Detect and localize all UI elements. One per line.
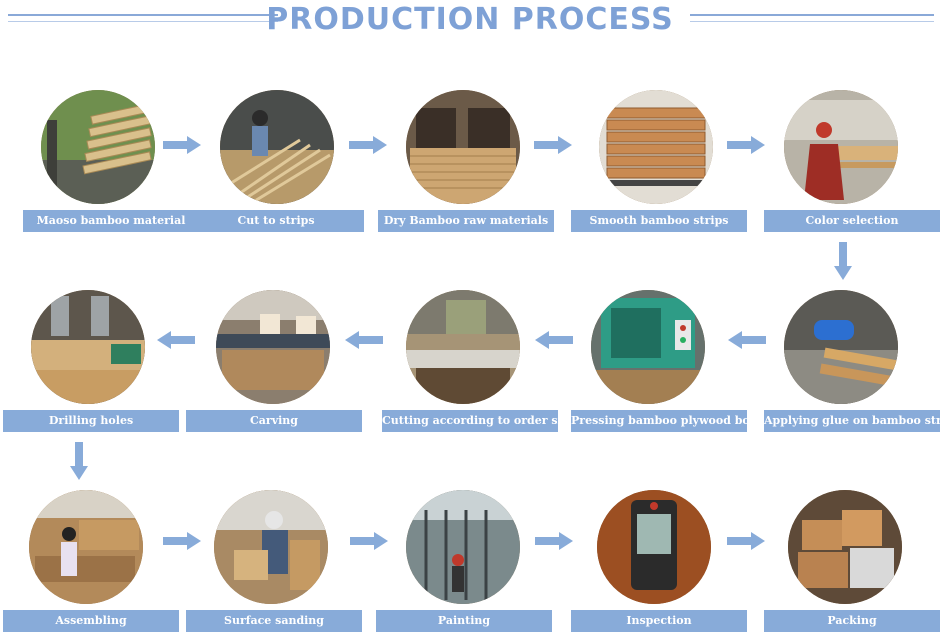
step-applying-glue: Applying glue on bamboo strips xyxy=(764,290,940,440)
step-smooth-strips: Smooth bamboo strips xyxy=(571,90,761,240)
page-title: PRODUCTION PROCESS xyxy=(266,2,674,37)
step-maoso-bamboo: Maoso bamboo material xyxy=(3,90,199,240)
bamboo-poles-photo xyxy=(41,90,155,204)
saw-table-photo xyxy=(406,290,520,404)
arrow-down-icon xyxy=(834,242,852,280)
arrow-right-icon xyxy=(727,532,765,550)
arrow-right-icon xyxy=(534,136,572,154)
arrow-right-icon xyxy=(163,532,201,550)
step-label: Pressing bamboo plywood board xyxy=(571,410,747,432)
step-carving: Carving xyxy=(186,290,376,440)
arrow-down-icon xyxy=(70,442,88,480)
step-label: Carving xyxy=(186,410,362,432)
assembly-worker-photo xyxy=(29,490,143,604)
arrow-right-icon xyxy=(350,532,388,550)
step-inspection: Inspection xyxy=(571,490,761,640)
step-label: Packing xyxy=(764,610,940,632)
arrow-left-icon xyxy=(157,331,195,349)
arrow-right-icon xyxy=(535,532,573,550)
step-color-selection: Color selection xyxy=(764,90,940,240)
cnc-carving-photo xyxy=(216,290,330,404)
step-packing: Packing xyxy=(764,490,940,640)
arrow-right-icon xyxy=(727,136,765,154)
arrow-left-icon xyxy=(728,331,766,349)
step-cutting-to-size: Cutting according to order size xyxy=(382,290,572,440)
step-cut-to-strips: Cut to strips xyxy=(188,90,378,240)
glue-machine-photo xyxy=(784,290,898,404)
title-rule-left xyxy=(8,14,278,16)
moisture-meter-photo xyxy=(597,490,711,604)
arrow-left-icon xyxy=(345,331,383,349)
step-label: Drilling holes xyxy=(3,410,179,432)
paint-line-photo xyxy=(406,490,520,604)
cartons-photo xyxy=(788,490,902,604)
step-label: Applying glue on bamboo strips xyxy=(764,410,940,432)
step-label: Dry Bamboo raw materials xyxy=(378,210,554,232)
sanding-worker-photo xyxy=(214,490,328,604)
step-painting: Painting xyxy=(376,490,566,640)
press-machine-photo xyxy=(591,290,705,404)
arrow-right-icon xyxy=(349,136,387,154)
step-label: Painting xyxy=(376,610,552,632)
step-label: Assembling xyxy=(3,610,179,632)
step-label: Cut to strips xyxy=(188,210,364,232)
stacked-strips-photo xyxy=(599,90,713,204)
step-label: Color selection xyxy=(764,210,940,232)
step-dry-bamboo: Dry Bamboo raw materials xyxy=(378,90,568,240)
drying-kiln-photo xyxy=(406,90,520,204)
drill-machine-photo xyxy=(31,290,145,404)
step-label: Inspection xyxy=(571,610,747,632)
step-drilling-holes: Drilling holes xyxy=(3,290,193,440)
step-surface-sanding: Surface sanding xyxy=(186,490,376,640)
step-label: Surface sanding xyxy=(186,610,362,632)
worker-cutting-photo xyxy=(220,90,334,204)
arrow-right-icon xyxy=(163,136,201,154)
title-rule-right xyxy=(690,14,934,16)
title-rule-right-thin xyxy=(690,21,934,22)
title-rule-left-thin xyxy=(8,21,278,22)
step-label: Cutting according to order size xyxy=(382,410,558,432)
arrow-left-icon xyxy=(535,331,573,349)
step-label: Maoso bamboo material xyxy=(23,210,199,232)
step-label: Smooth bamboo strips xyxy=(571,210,747,232)
step-pressing-plywood: Pressing bamboo plywood board xyxy=(571,290,761,440)
step-assembling: Assembling xyxy=(3,490,193,640)
worker-sorting-photo xyxy=(784,90,898,204)
